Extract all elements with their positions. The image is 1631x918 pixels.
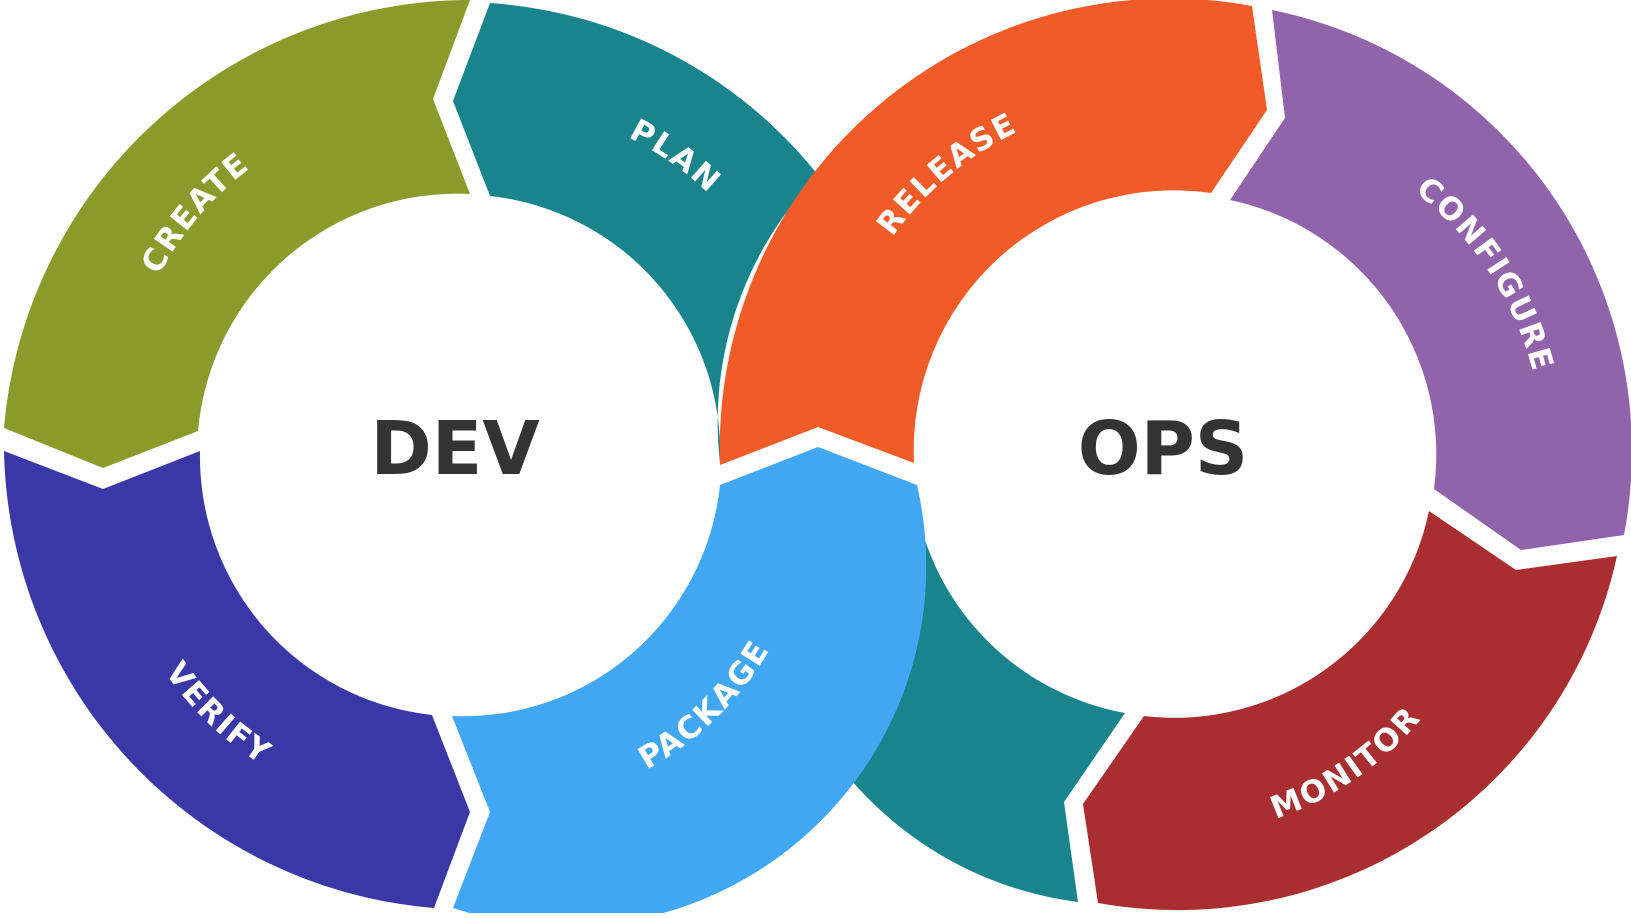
segment-plan [453,3,818,463]
ops-center-label: OPS [1078,406,1248,492]
segment-package [452,447,927,918]
segment-configure [1230,10,1631,550]
segment-release [719,0,1267,465]
segment-monitor [1083,511,1617,911]
dev-center-label: DEV [370,406,539,492]
segment-create [4,0,470,468]
segment-verify [4,451,470,908]
